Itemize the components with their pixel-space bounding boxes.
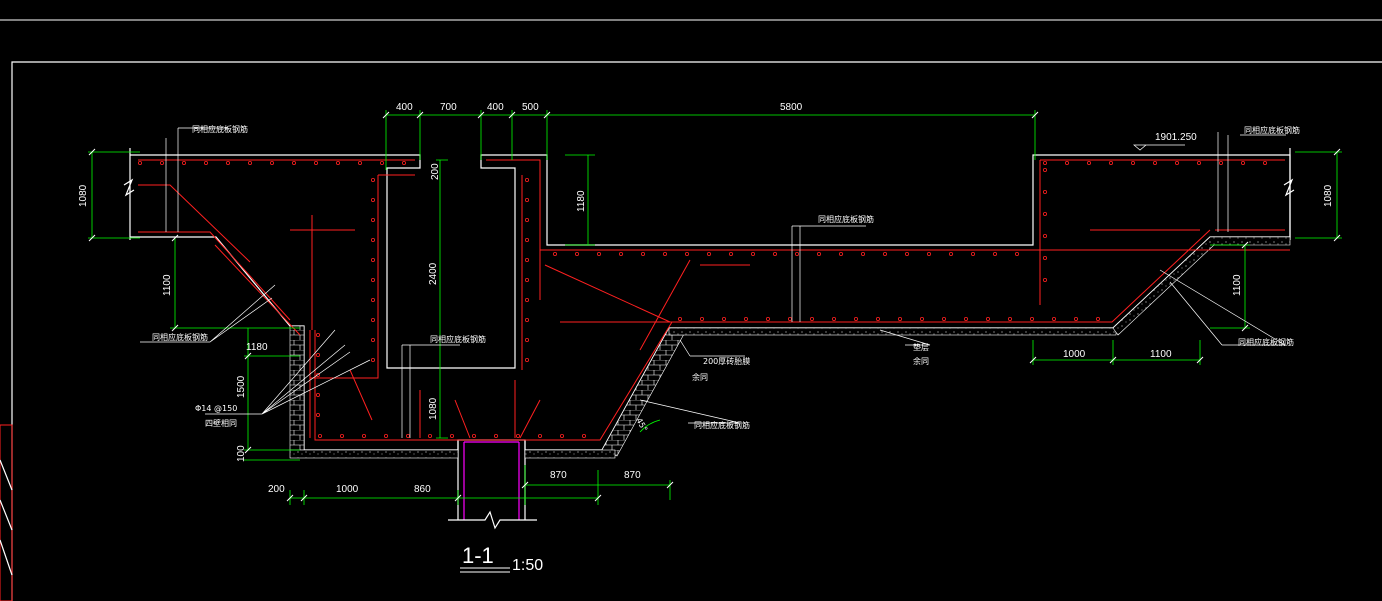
leader-lines [140, 127, 1287, 438]
brick-wall-slope [601, 327, 685, 457]
dim-top-1: 400 [396, 102, 413, 113]
dim-bottom-1: 200 [268, 484, 285, 495]
rebar-lines [138, 159, 1290, 441]
break-line-left [123, 148, 135, 240]
cushion-right-slope [1112, 236, 1291, 336]
dim-bottom-5: 870 [624, 470, 641, 481]
dim-right-3: 1000 [1063, 349, 1086, 360]
note-cushion: 垫层 [913, 342, 929, 352]
frame-left-tab-marks [0, 459, 13, 576]
dim-bottom-4: 870 [550, 470, 567, 481]
cushion-base-left [289, 449, 459, 459]
note-rebar-slope: 同相应底板钢筋 [694, 420, 750, 430]
dim-left-5: 1080 [428, 397, 439, 420]
note-cushion-sub: 余同 [913, 356, 929, 366]
note-bar-note: 四壁相同 [205, 418, 237, 428]
note-rebar-left-top: 同相应底板钢筋 [192, 124, 248, 134]
sump-magenta [463, 441, 520, 520]
note-rebar-right-top: 同相应底板钢筋 [1244, 125, 1300, 135]
section-title: 1-1 [462, 543, 494, 568]
dim-top-5: 5800 [780, 102, 803, 113]
break-line-right [1283, 148, 1295, 240]
dimension-lines [88, 110, 1342, 505]
frame-left-tab [0, 424, 13, 601]
note-rebar-left-mid: 同相应底板钢筋 [152, 332, 208, 342]
dim-right-2: 1100 [1232, 274, 1243, 296]
cushion-base-right [524, 449, 616, 459]
note-rebar-top-mid: 同相应底板钢筋 [818, 214, 874, 224]
dimension-ticks [88, 111, 1341, 502]
rebar-dots [137, 160, 1268, 438]
note-bar-spec: Φ14 @150 [195, 404, 237, 413]
dim-left-6: 100 [236, 445, 247, 462]
frame-border [11, 61, 1382, 601]
dim-right-4: 1100 [1150, 349, 1172, 360]
dim-top-4: 500 [522, 102, 539, 113]
break-line-bottom [448, 510, 537, 530]
dim-top-2: 700 [440, 102, 457, 113]
dim-right-1: 1080 [1323, 184, 1334, 207]
dim-top-3: 400 [487, 102, 504, 113]
dim-bottom-2: 1000 [336, 484, 359, 495]
dim-left-3: 1180 [246, 342, 268, 353]
dim-left-2: 1100 [162, 274, 173, 296]
dim-inner-2: 2400 [428, 262, 439, 285]
note-brick-wall-sub: 余同 [692, 372, 708, 382]
note-brick-wall: 200厚砖胎膜 [703, 356, 750, 366]
elevation-label: 1901.250 [1155, 132, 1197, 143]
dim-inner-3: 1180 [576, 190, 587, 212]
note-rebar-right-mid: 同相应底板钢筋 [1238, 337, 1294, 347]
brick-wall-left [289, 325, 305, 451]
dim-bottom-3: 860 [414, 484, 431, 495]
dim-left-1: 1080 [78, 184, 89, 207]
note-angle: 45° [634, 417, 649, 434]
dim-inner-1: 200 [430, 163, 441, 180]
sump-outline [457, 440, 526, 520]
section-scale: 1:50 [512, 557, 543, 574]
dim-left-4: 1500 [236, 375, 247, 398]
note-rebar-center: 同相应底板钢筋 [430, 334, 486, 344]
